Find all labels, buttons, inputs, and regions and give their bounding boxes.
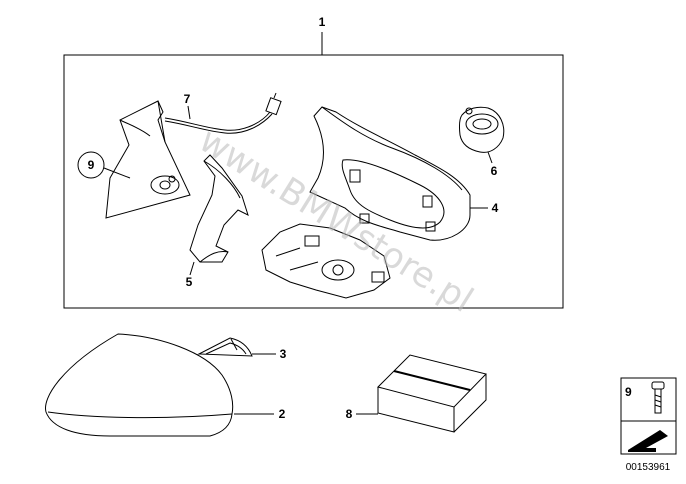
screw-icon	[651, 381, 665, 414]
box-icon[interactable]	[377, 354, 487, 433]
callout-6[interactable]: 6	[491, 164, 498, 178]
carrier-icon[interactable]	[261, 223, 391, 299]
leader-9	[103, 167, 131, 179]
callout-7[interactable]: 7	[184, 92, 191, 106]
callout-5[interactable]: 5	[186, 275, 193, 289]
legend-number: 9	[625, 385, 632, 399]
leader-6	[487, 151, 493, 164]
leader-7	[187, 105, 191, 120]
mirror-cover-icon[interactable]	[45, 333, 234, 437]
callout-8[interactable]: 8	[346, 407, 353, 421]
diagram-id: 00153961	[626, 462, 671, 473]
legend-box: 9	[620, 377, 677, 455]
callout-9-circle	[77, 151, 105, 179]
callout-1[interactable]: 1	[319, 15, 326, 29]
callout-2[interactable]: 2	[279, 407, 286, 421]
mirror-glass-icon[interactable]	[197, 337, 253, 357]
motor-icon[interactable]	[458, 106, 505, 153]
leader-5	[189, 261, 195, 276]
cable-icon[interactable]	[164, 92, 282, 134]
frame-icon[interactable]	[309, 106, 471, 241]
callout-4[interactable]: 4	[492, 201, 499, 215]
gasket-icon[interactable]	[189, 154, 249, 263]
callout-9[interactable]: 9	[88, 158, 95, 172]
mirror-bracket-icon[interactable]	[105, 100, 191, 219]
arrow-icon	[628, 430, 668, 452]
assembly-frame	[63, 54, 564, 309]
callout-3[interactable]: 3	[280, 347, 287, 361]
